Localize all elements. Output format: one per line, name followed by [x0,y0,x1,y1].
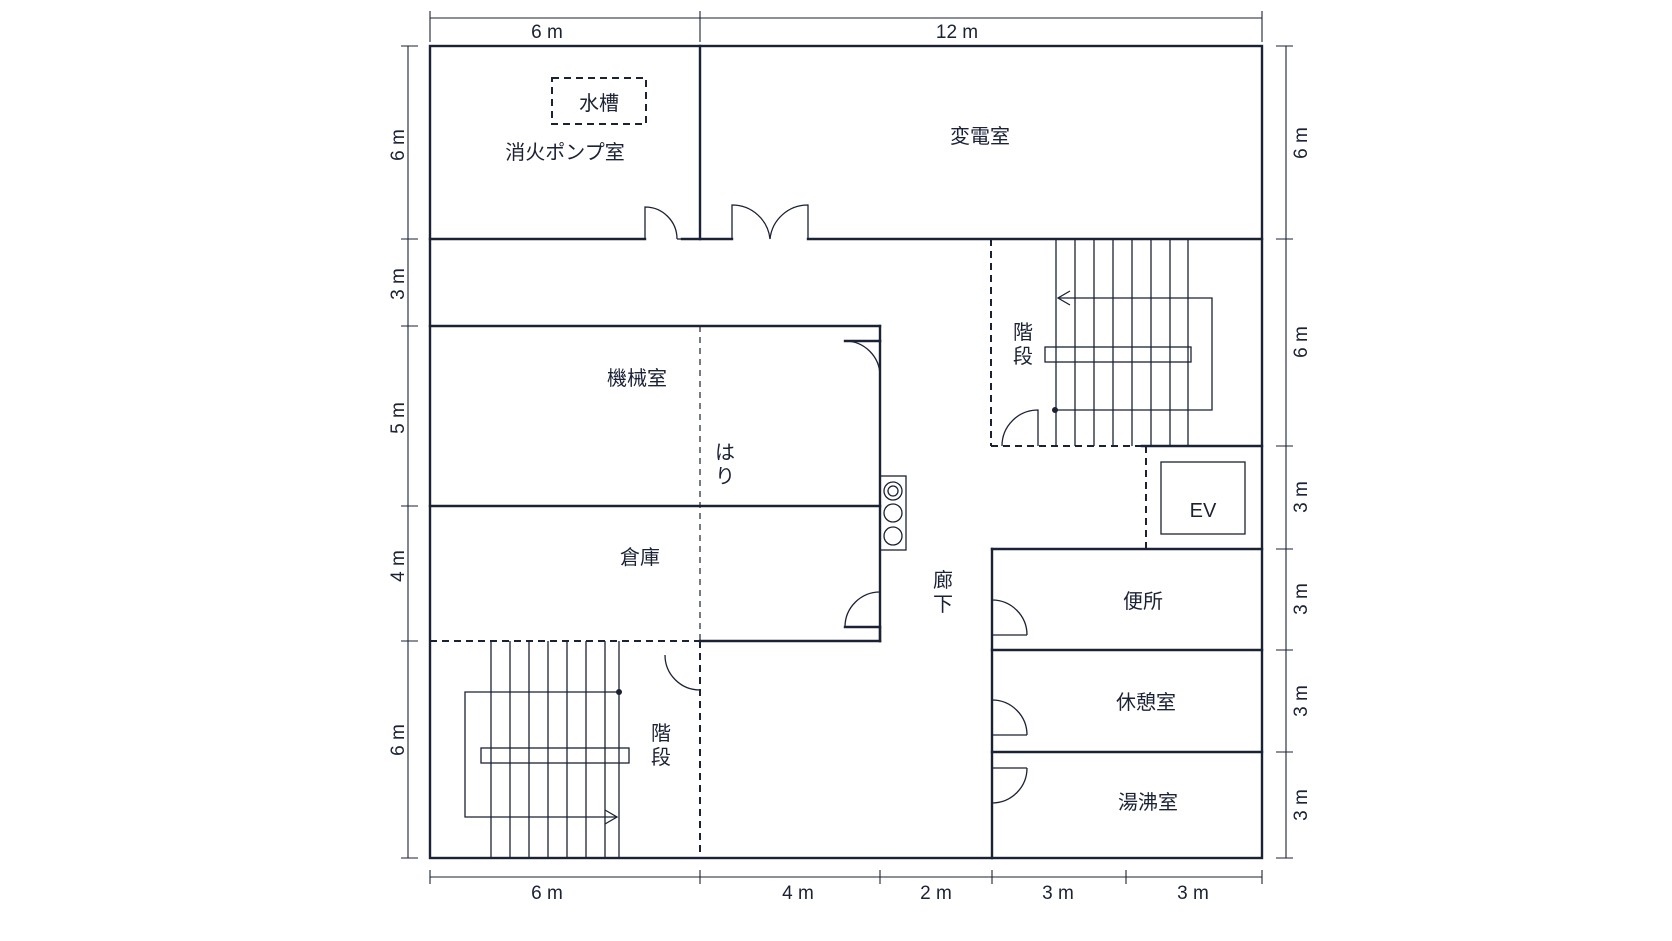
dim-left-2: 5 m [388,402,409,434]
dim-top-1: 12 m [936,22,978,43]
dim-left-4: 6 m [388,724,409,756]
label-elevator: EV [1190,500,1217,522]
dim-right-3: 3 m [1291,583,1312,615]
dimension-bottom: 6 m 4 m 2 m 3 m 3 m [429,870,1263,904]
dim-right-1: 6 m [1291,326,1312,358]
label-rest-room: 休憩室 [1116,691,1176,714]
stair-start-dot [1052,407,1058,413]
dim-top-0: 6 m [531,22,563,43]
label-kitchenette: 湯沸室 [1118,791,1178,814]
dimension-left: 6 m 3 m 5 m 4 m 6 m [388,45,418,859]
dimension-top: 6 m 12 m [429,11,1263,43]
dim-right-2: 3 m [1291,481,1312,513]
dim-left-1: 3 m [388,268,409,300]
outer-wall [428,44,1264,860]
label-corridor: 廊下 [933,569,953,616]
dim-bottom-3: 3 m [1042,883,1074,904]
dim-right-5: 3 m [1291,789,1312,821]
label-water-tank: 水槽 [579,92,619,115]
dim-left-3: 4 m [388,550,409,582]
dim-bottom-0: 6 m [531,883,563,904]
lower-stairs [464,641,630,858]
upper-stairs [1044,239,1213,446]
label-machine-room: 機械室 [607,367,667,390]
dimension-right: 6 m 6 m 3 m 3 m 3 m 3 m [1276,45,1312,859]
dashed-lines [430,77,1147,858]
dim-bottom-1: 4 m [782,883,814,904]
pipe-shaft [879,475,907,551]
label-toilet: 便所 [1123,590,1163,613]
interior-walls [428,44,1264,860]
stair-start-dot-lower [616,689,622,695]
dim-bottom-2: 2 m [920,883,952,904]
label-substation-room: 変電室 [950,125,1010,148]
dim-right-4: 3 m [1291,685,1312,717]
dim-bottom-4: 3 m [1177,883,1209,904]
label-storage: 倉庫 [620,546,660,569]
doors [644,204,1039,804]
label-beam: はり [715,442,735,488]
elevator-car [1160,461,1246,535]
label-fire-pump-room: 消火ポンプ室 [505,141,624,164]
label-stairs-lower: 階段 [651,722,671,769]
dim-left-0: 6 m [388,129,409,161]
dim-right-0: 6 m [1291,127,1312,159]
label-stairs-upper: 階段 [1013,321,1033,368]
